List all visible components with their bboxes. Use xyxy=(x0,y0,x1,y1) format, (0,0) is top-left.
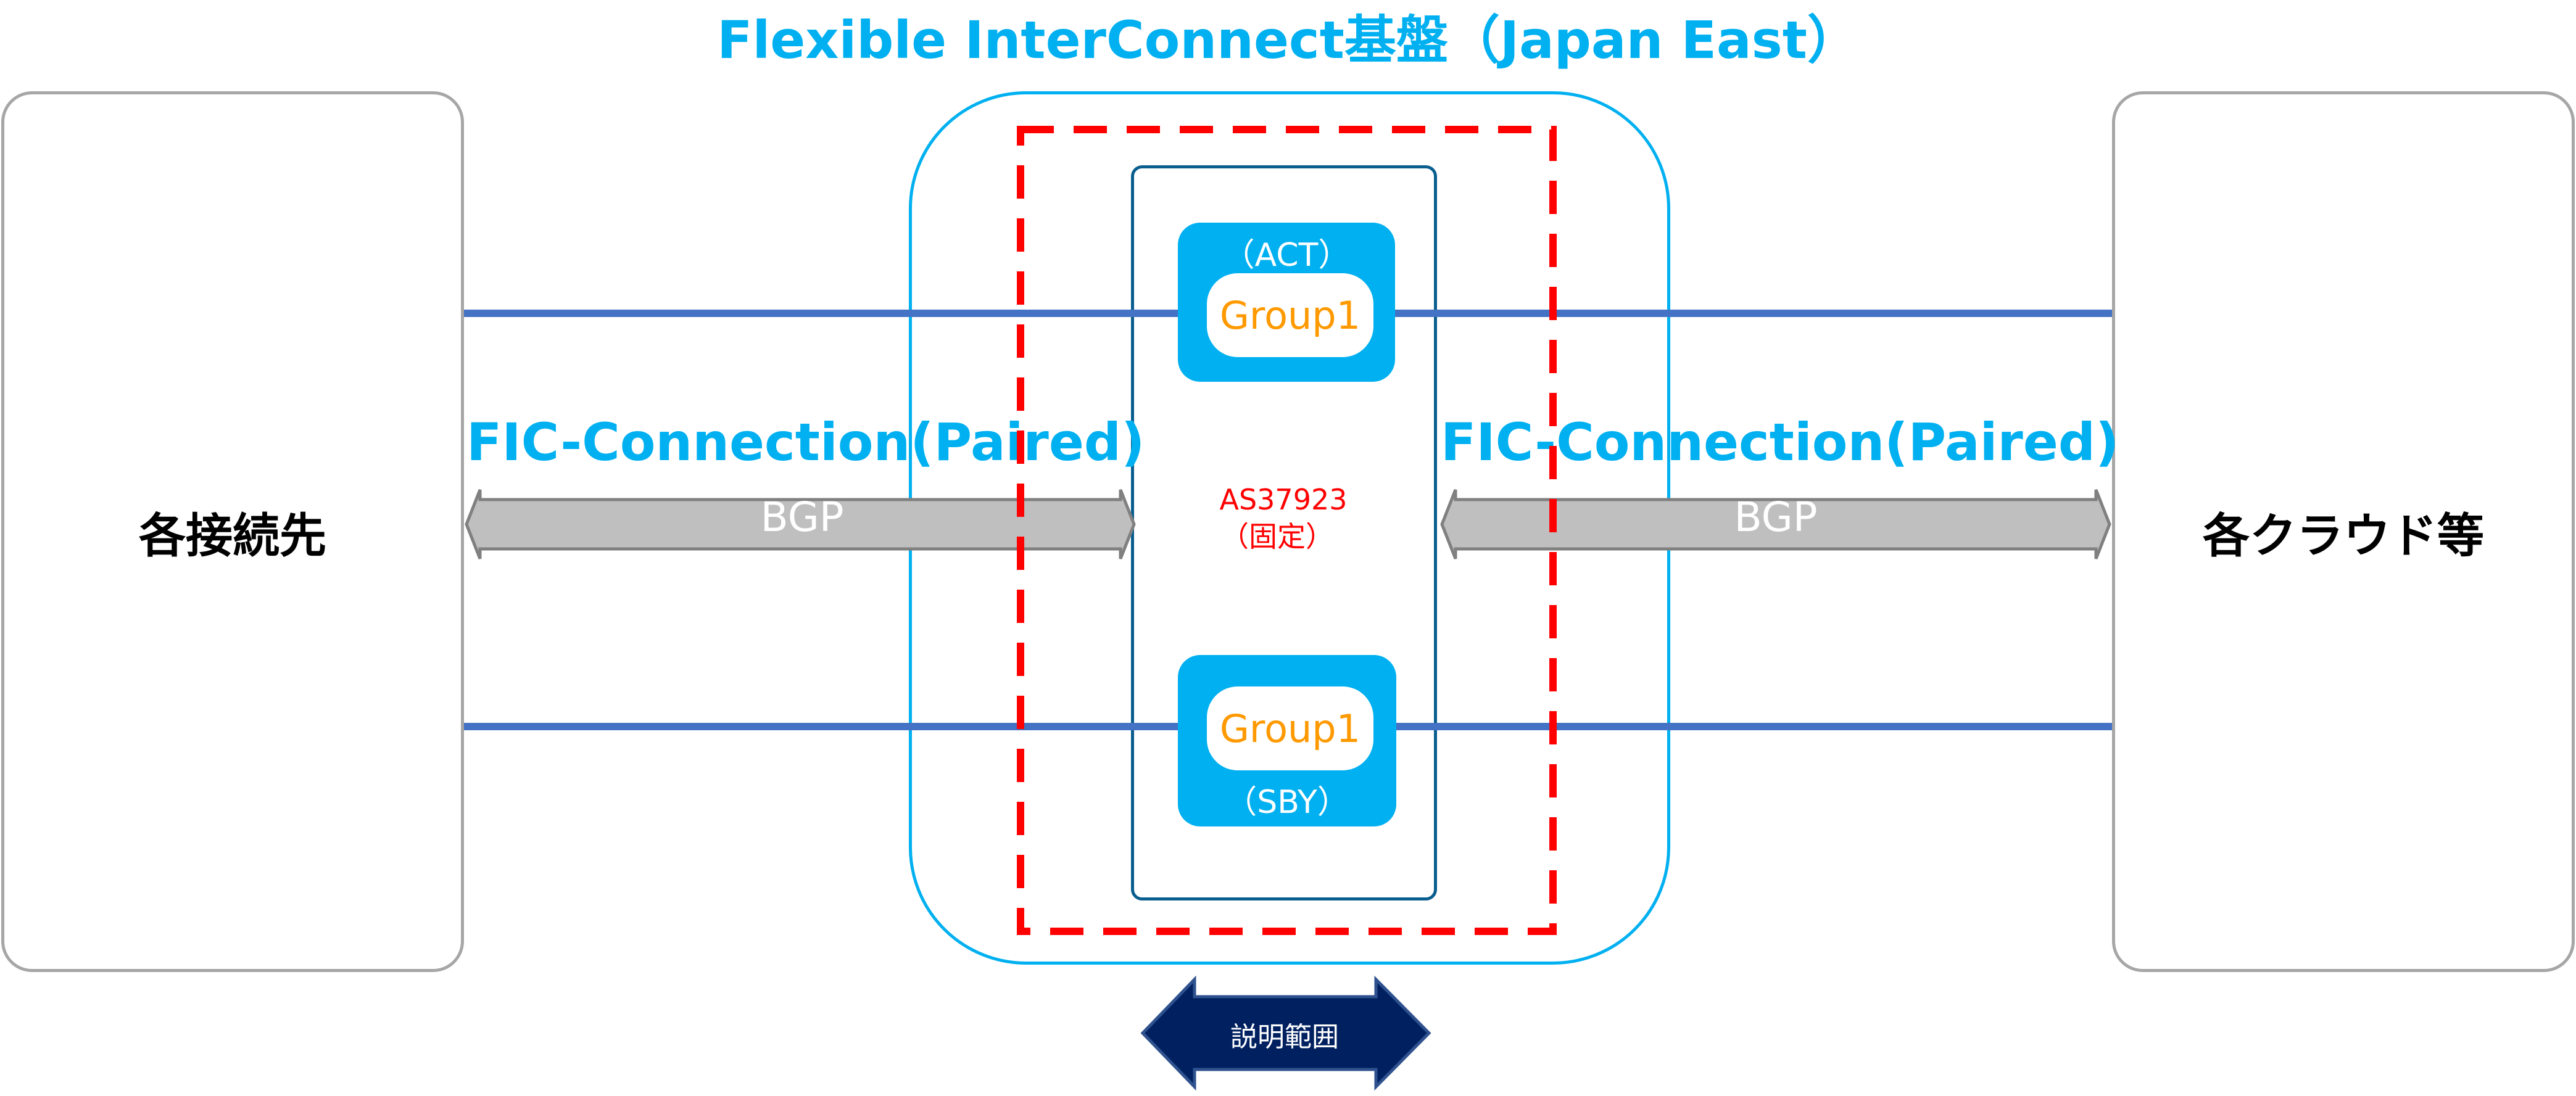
scope-arrow xyxy=(1140,975,1431,1091)
left-bgp-arrow-shape xyxy=(465,489,1136,559)
right-bgp-arrow-shape xyxy=(1440,489,2111,559)
left-connection-label: FIC-Connection(Paired) xyxy=(466,412,1145,472)
act-node: （ACT） Group1 xyxy=(1178,223,1395,382)
act-state-label: （ACT） xyxy=(1222,237,1351,274)
left-endpoint-label: 各接続先 xyxy=(139,508,326,563)
as-number: AS37923 xyxy=(1219,483,1348,516)
sby-group-label: Group1 xyxy=(1207,686,1373,770)
right-endpoint-label: 各クラウド等 xyxy=(2203,508,2484,563)
diagram-title: Flexible InterConnect基盤（Japan East） xyxy=(717,10,1859,70)
sby-state-label: （SBY） xyxy=(1225,784,1349,821)
left-endpoint-box: 各接続先 xyxy=(1,91,464,972)
right-endpoint-box: 各クラウド等 xyxy=(2112,91,2575,972)
left-bgp-arrow xyxy=(465,489,1136,559)
sby-node: Group1 （SBY） xyxy=(1178,655,1396,826)
right-bgp-arrow xyxy=(1440,489,2111,559)
scope-label: 説明範囲 xyxy=(1230,1021,1339,1053)
scope-dashed-box xyxy=(1017,126,1557,935)
act-group-label: Group1 xyxy=(1207,273,1373,357)
left-bgp-label: BGP xyxy=(760,493,844,541)
as-note: （固定） xyxy=(1220,520,1334,553)
right-bgp-label: BGP xyxy=(1734,493,1818,541)
scope-arrow-shape xyxy=(1140,975,1431,1091)
router-frame xyxy=(1131,165,1437,900)
